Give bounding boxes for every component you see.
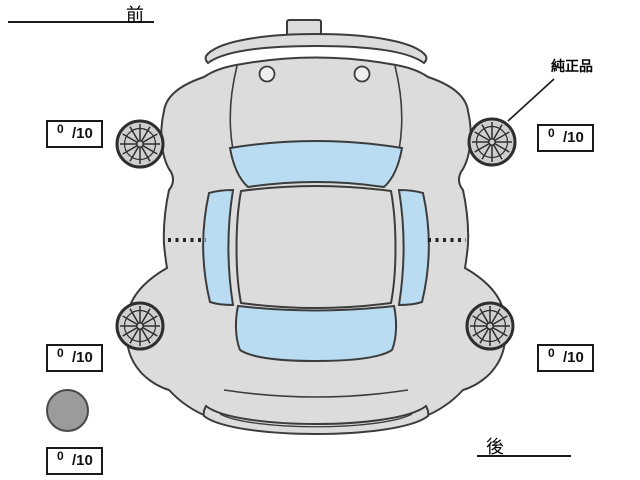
score-value: 0 [57, 449, 64, 463]
score-max: /10 [72, 452, 93, 469]
hood-circle-right [353, 65, 371, 83]
score-max: /10 [563, 349, 584, 366]
front-spoiler [204, 32, 428, 65]
score-max: /10 [72, 349, 93, 366]
rear-label: 後 [486, 437, 504, 457]
wheel-icon-front-left [115, 119, 165, 169]
hood-crease-right [394, 65, 403, 151]
genuine-part-label: 純正品 [551, 58, 593, 74]
score-box-front-left: 0 /10 [46, 120, 103, 148]
wheel-icon-front-right [467, 117, 517, 167]
left-side-glass [202, 188, 235, 307]
rear-window-glass [234, 304, 398, 363]
rear-bumper [202, 404, 430, 435]
roof-panel [235, 185, 397, 309]
right-side-glass [397, 188, 430, 307]
spare-tire-icon [46, 389, 89, 432]
score-value: 0 [548, 126, 555, 140]
score-value: 0 [57, 346, 64, 360]
rear-deck-line [223, 389, 409, 398]
hood-circle-left [258, 65, 276, 83]
windshield-glass [228, 140, 404, 189]
wheel-icon-rear-right [465, 301, 515, 351]
score-max: /10 [72, 125, 93, 142]
score-box-spare: 0 /10 [46, 447, 103, 475]
genuine-part-pointer-line [507, 78, 555, 122]
rear-bumper-inner-line [219, 413, 413, 428]
front-label: 前 [126, 5, 144, 25]
score-max: /10 [563, 129, 584, 146]
score-box-front-right: 0 /10 [537, 124, 594, 152]
score-value: 0 [548, 346, 555, 360]
score-value: 0 [57, 122, 64, 136]
score-box-rear-left: 0 /10 [46, 344, 103, 372]
score-box-rear-right: 0 /10 [537, 344, 594, 372]
hood-crease-left [229, 65, 238, 151]
wheel-icon-rear-left [115, 301, 165, 351]
